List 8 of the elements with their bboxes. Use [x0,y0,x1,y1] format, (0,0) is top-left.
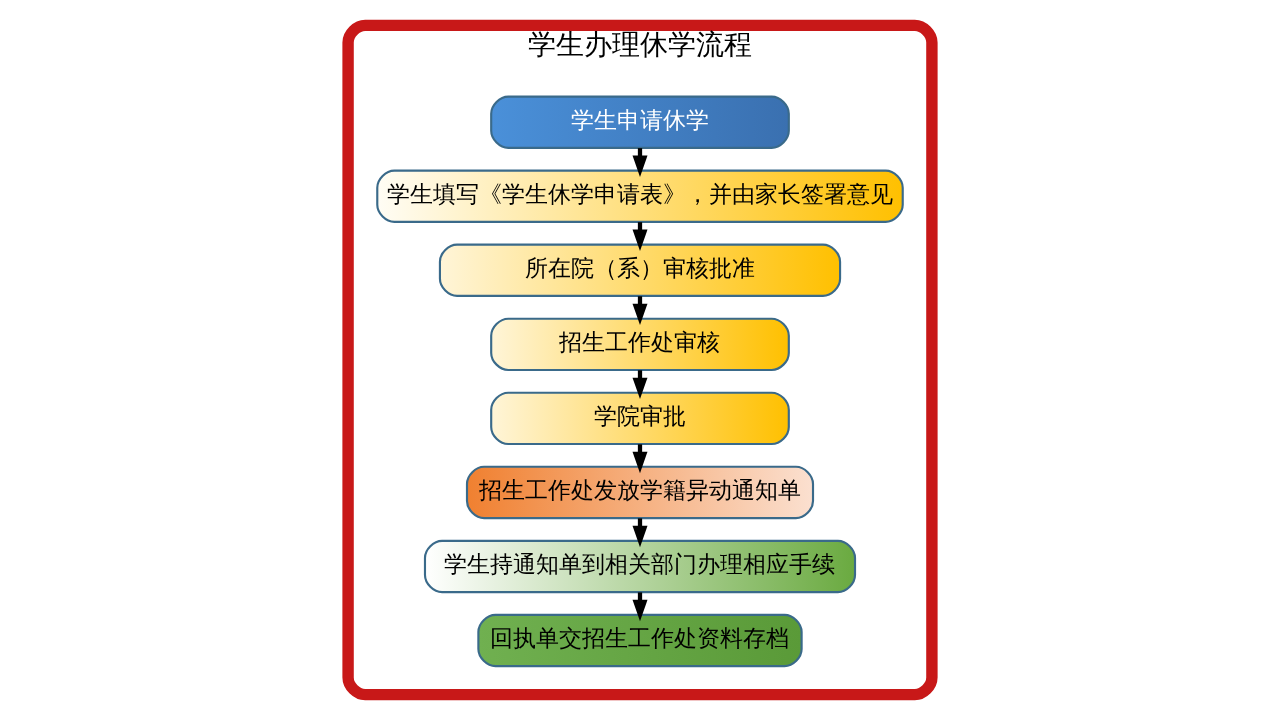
node-box: 学生申请休学 [490,95,790,149]
node-box: 招生工作处发放学籍异动通知单 [465,465,815,520]
node-box: 学院审批 [490,391,790,446]
node-box: 所在院（系）审核批准 [438,243,842,297]
node-box: 回执单交招生工作处资料存档 [477,613,803,668]
node-box: 学生填写《学生休学申请表》，并由家长签署意见 [376,169,904,223]
node-box: 学生持通知单到相关部门办理相应手续 [423,539,857,594]
node-box: 招生工作处审核 [490,317,790,372]
